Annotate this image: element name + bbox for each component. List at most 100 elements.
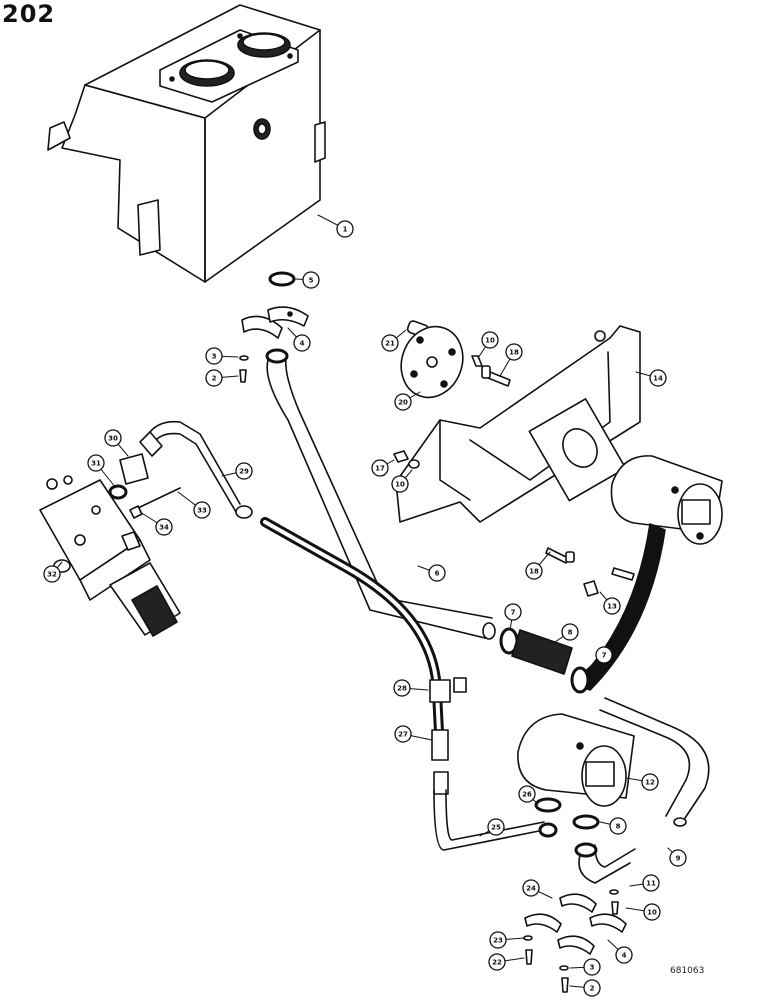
callout-bubble: [518, 785, 536, 803]
callout-29: 29: [221, 462, 253, 480]
page-number: 202: [2, 0, 56, 28]
callout-bubble: [649, 369, 667, 387]
callout-label: 7: [511, 609, 516, 617]
callout-27: 27: [394, 725, 433, 743]
callout-24: 24: [522, 879, 553, 899]
control-valve-32: [39, 475, 181, 637]
callout-bubble: [525, 562, 543, 580]
callout-bubble: [428, 564, 446, 582]
callout-2: 2: [205, 369, 239, 387]
callout-18: 18: [525, 551, 551, 580]
callout-label: 31: [91, 460, 101, 468]
callout-bubble: [381, 334, 399, 352]
pressure-tube-25: [433, 789, 558, 851]
callout-30: 30: [104, 429, 129, 457]
callout-34: 34: [139, 511, 173, 536]
callout-bubble: [43, 565, 61, 583]
callout-31: 31: [87, 454, 117, 489]
callout-bubble: [487, 818, 505, 836]
callout-bubble: [669, 849, 687, 867]
callout-bubble: [561, 623, 579, 641]
callout-label: 8: [616, 823, 621, 831]
callout-label: 1: [343, 226, 348, 234]
hydraulic-reservoir: [47, 4, 326, 283]
callout-1: 1: [317, 214, 354, 238]
callout-label: 22: [492, 959, 502, 967]
callout-22: 22: [488, 953, 525, 971]
callout-18: 18: [499, 343, 523, 377]
callout-label: 29: [239, 468, 249, 476]
callout-label: 10: [647, 909, 657, 917]
callout-7: 7: [504, 603, 522, 631]
callout-bubble: [583, 979, 601, 997]
callout-label: 3: [590, 964, 595, 972]
callout-bubble: [583, 958, 601, 976]
callout-17: 17: [371, 459, 395, 477]
callout-21: 21: [381, 329, 407, 352]
callout-label: 10: [485, 337, 495, 345]
callout-label: 18: [509, 349, 519, 357]
callout-8: 8: [551, 623, 579, 645]
callout-23: 23: [489, 931, 525, 949]
relief-line-29: [139, 420, 253, 519]
callout-8: 8: [599, 817, 627, 835]
callout-label: 7: [602, 652, 607, 660]
callout-label: 2: [212, 375, 217, 383]
fitting-30: [108, 453, 149, 500]
callout-28: 28: [393, 679, 429, 697]
callout-label: 13: [607, 603, 617, 611]
callout-label: 11: [646, 880, 656, 888]
callout-5: 5: [295, 271, 320, 289]
callout-3: 3: [205, 347, 239, 365]
callout-label: 34: [159, 524, 169, 532]
suction-tube-9: [574, 697, 710, 884]
callout-bubble: [504, 603, 522, 621]
hydraulic-pump-upper: [610, 455, 723, 545]
callout-10: 10: [625, 903, 661, 921]
suction-tube-6: [265, 348, 496, 640]
hose-and-clamps: [499, 627, 590, 694]
callout-label: 6: [435, 570, 440, 578]
callout-bubble: [642, 874, 660, 892]
callout-label: 17: [375, 465, 385, 473]
callout-bubble: [505, 343, 523, 361]
callout-bubble: [87, 454, 105, 472]
callout-bubble: [104, 429, 122, 447]
callout-label: 2: [590, 985, 595, 993]
flange-halves-upper: [241, 306, 309, 339]
callout-label: 21: [385, 340, 395, 348]
callout-33: 33: [177, 491, 211, 519]
callout-label: 4: [300, 340, 305, 348]
callout-bubble: [205, 369, 223, 387]
callout-bubble: [394, 725, 412, 743]
callout-32: 32: [43, 561, 63, 583]
callout-label: 28: [397, 685, 407, 693]
callout-label: 3: [212, 353, 217, 361]
callout-bubble: [371, 459, 389, 477]
callout-2: 2: [569, 979, 601, 997]
callout-bubble: [595, 646, 613, 664]
callout-bubble: [394, 393, 412, 411]
o-ring-26: [534, 797, 562, 813]
callout-26: 26: [518, 785, 539, 805]
pressure-hose: [260, 517, 467, 795]
callout-bubble: [603, 597, 621, 615]
drawing-reference-code: 681063: [670, 966, 705, 976]
callout-bubble: [522, 879, 540, 897]
callout-label: 12: [645, 779, 655, 787]
callout-label: 27: [398, 731, 408, 739]
callout-label: 24: [526, 885, 536, 893]
flange-halves-lower: [523, 889, 627, 993]
callout-bubble: [615, 946, 633, 964]
callout-13: 13: [599, 591, 621, 615]
callout-4: 4: [607, 939, 633, 964]
callout-label: 32: [47, 571, 57, 579]
callout-20: 20: [394, 391, 421, 411]
callout-label: 25: [491, 824, 501, 832]
callout-bubble: [235, 462, 253, 480]
callout-14: 14: [635, 369, 667, 387]
callout-bubble: [293, 334, 311, 352]
callout-label: 14: [653, 375, 663, 383]
